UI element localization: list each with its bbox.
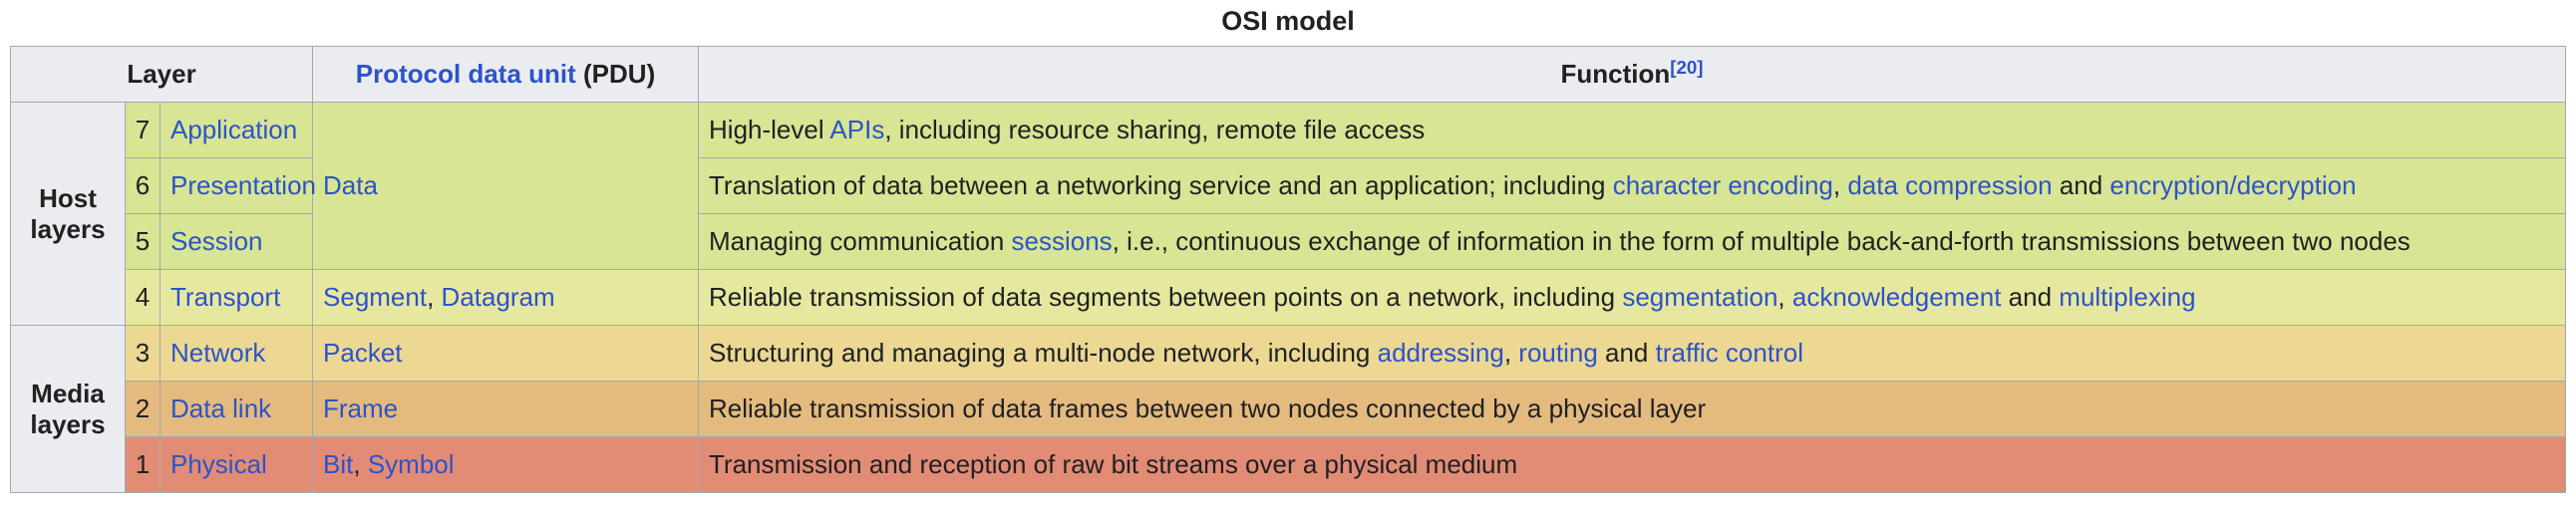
layer-name-cell: Network (159, 325, 314, 383)
physical-link[interactable]: Physical (170, 449, 267, 480)
text-run: Reliable transmission of data segments b… (709, 282, 1623, 313)
layer-name-cell: Application (159, 102, 314, 159)
table-row-application: Host layers 7 Application Data High-leve… (10, 102, 2566, 327)
column-header-pdu: Protocol data unit (PDU) (312, 46, 700, 104)
pdu-cell: Frame (312, 381, 700, 438)
presentation-link[interactable]: Presentation (170, 170, 316, 201)
function-cell: Reliable transmission of data frames bet… (698, 381, 2566, 438)
text-run: Managing communication (709, 226, 1012, 257)
text-run: High-level (709, 115, 830, 145)
acknowledgement-link[interactable]: acknowledgement (1791, 282, 2002, 313)
layer-number-cell: 1 (125, 436, 161, 494)
session-link[interactable]: Session (170, 226, 263, 257)
layer-name-cell: Session (159, 213, 314, 271)
application-link[interactable]: Application (170, 115, 298, 145)
addressing-link[interactable]: addressing (1377, 338, 1504, 369)
segmentation-link[interactable]: segmentation (1622, 282, 1778, 313)
table-row-physical: 1 Physical Bit, Symbol Transmission and … (11, 436, 2566, 494)
text-run: , (1832, 170, 1848, 201)
header-row: Layer Protocol data unit (PDU) Function[… (9, 46, 2566, 104)
function-cell: Transmission and reception of raw bit st… (698, 436, 2566, 494)
frame-link[interactable]: Frame (323, 393, 399, 424)
function-cell: Translation of data between a networking… (698, 157, 2566, 215)
table-row-network: Media layers 3 Network Packet Structurin… (10, 325, 2566, 494)
text-run: and (2001, 282, 2060, 313)
text-run: Translation of data between a networking… (709, 170, 1613, 201)
data-link-link[interactable]: Data link (170, 393, 272, 424)
layer-number-cell: 3 (125, 325, 161, 383)
routing-link[interactable]: routing (1518, 338, 1598, 369)
text-run: Function (1560, 59, 1671, 90)
layer-number-cell: 6 (125, 157, 161, 215)
text-run: and (1597, 338, 1656, 369)
datagram-link[interactable]: Datagram (441, 282, 555, 313)
network-link[interactable]: Network (170, 338, 266, 369)
symbol-link[interactable]: Symbol (367, 449, 455, 480)
transport-link[interactable]: Transport (170, 282, 281, 313)
table-caption: OSI model (1221, 6, 1355, 36)
column-header-function: Function[20] (698, 46, 2566, 104)
multiplexing-link[interactable]: multiplexing (2059, 282, 2196, 313)
table-row-data-link: 2 Data link Frame Reliable transmission … (11, 381, 2566, 438)
layer-name-cell: Presentation (159, 157, 316, 215)
group-label-host-layers: Host layers (10, 102, 126, 327)
layer-name-cell: Transport (159, 269, 314, 327)
reference-superscript: [20] (1670, 57, 1703, 78)
table-row-transport: 4 Transport Segment, Datagram Reliable t… (11, 269, 2566, 327)
table-row-session: 5 Session Managing communication session… (11, 213, 2566, 271)
function-cell: Structuring and managing a multi-node ne… (698, 325, 2566, 383)
text-run: , (427, 282, 442, 313)
pdu-cell-data: Data (312, 102, 700, 271)
text-run: and (2052, 170, 2110, 201)
text-run: , (1503, 338, 1519, 369)
layer-number-cell: 2 (125, 381, 161, 438)
column-header-layer: Layer (9, 46, 314, 104)
text-run: , (1777, 282, 1792, 313)
text-run: Reliable transmission of data frames bet… (709, 393, 1707, 424)
layer-number-cell: 4 (125, 269, 161, 327)
group-label-media-layers: Media layers (10, 325, 126, 494)
text-run: Transmission and reception of raw bit st… (709, 449, 1518, 480)
ref-20-link[interactable]: [20] (1670, 56, 1704, 78)
text-run: , including resource sharing, remote fil… (884, 115, 1426, 145)
pdu-cell: Packet (312, 325, 700, 383)
traffic-control-link[interactable]: traffic control (1655, 338, 1803, 369)
sessions-link[interactable]: sessions (1011, 226, 1113, 257)
encryption-decryption-link[interactable]: encryption/decryption (2109, 170, 2357, 201)
function-cell: Reliable transmission of data segments b… (698, 269, 2566, 327)
layer-name-cell: Data link (159, 381, 314, 438)
table-row-presentation: 6 Presentation Translation of data betwe… (11, 157, 2566, 215)
function-cell: High-level APIs, including resource shar… (698, 102, 2566, 159)
pdu-cell: Bit, Symbol (312, 436, 700, 494)
layer-number-cell: 5 (125, 213, 161, 271)
text-run: , (353, 449, 368, 480)
pdu-cell: Segment, Datagram (312, 269, 700, 327)
protocol-data-unit-link[interactable]: Protocol data unit (355, 59, 576, 90)
data-compression-link[interactable]: data compression (1847, 170, 2053, 201)
data-link[interactable]: Data (323, 170, 378, 201)
text-run: Structuring and managing a multi-node ne… (709, 338, 1378, 369)
character-encoding-link[interactable]: character encoding (1612, 170, 1833, 201)
packet-link[interactable]: Packet (323, 338, 403, 369)
osi-model-table: Layer Protocol data unit (PDU) Function[… (9, 46, 2566, 494)
segment-link[interactable]: Segment (323, 282, 428, 313)
text-run: , i.e., continuous exchange of informati… (1112, 226, 2411, 257)
layer-number-cell: 7 (125, 102, 161, 159)
apis-link[interactable]: APIs (829, 115, 885, 145)
text-run: (PDU) (575, 59, 656, 90)
layer-name-cell: Physical (159, 436, 314, 494)
bit-link[interactable]: Bit (323, 449, 354, 480)
function-cell: Managing communication sessions, i.e., c… (698, 213, 2566, 271)
